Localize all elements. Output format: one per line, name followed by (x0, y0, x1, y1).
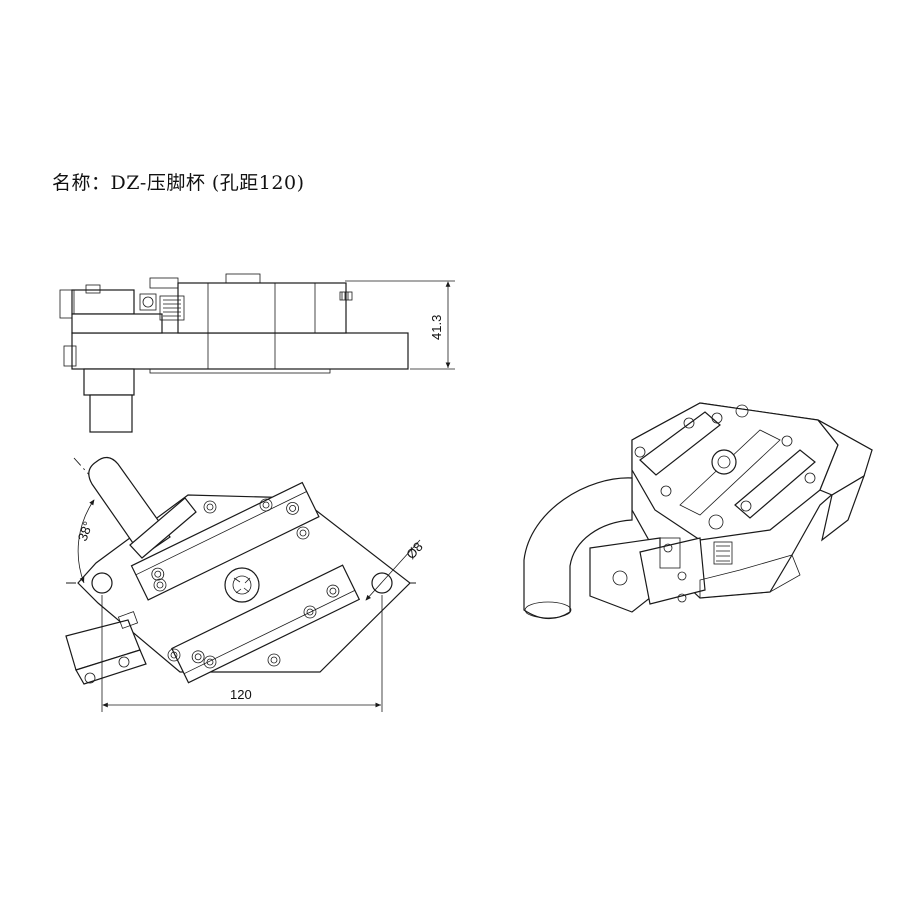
height-dimension-label: 41.3 (429, 315, 444, 340)
center-port (224, 567, 260, 603)
side-spring (139, 293, 185, 321)
inclined-tube (88, 456, 197, 559)
upper-slide-rail (130, 481, 320, 601)
side-view: 41.3 (59, 273, 455, 433)
iso-slide-assembly (589, 537, 733, 613)
side-nozzle-collar (83, 368, 135, 396)
side-upper-block (177, 282, 347, 334)
left-mounting-hole (91, 572, 113, 594)
lower-slide-rail (171, 564, 361, 684)
hole-spacing-label: 120 (230, 687, 252, 702)
top-slide-assembly (65, 611, 147, 685)
hole-diameter-label: Ø8 (403, 539, 426, 562)
angle-dimension-label: 38° (75, 519, 96, 543)
side-nozzle-tube (89, 394, 133, 433)
side-base-plate (71, 332, 409, 370)
drawing-title: 名称：DZ-压脚杯 (孔距120) (52, 172, 305, 194)
side-slide-block (71, 289, 135, 315)
iso-bent-tube (523, 477, 633, 620)
isometric-view (523, 402, 873, 620)
top-view: 38° Ø8 120 (65, 456, 426, 712)
